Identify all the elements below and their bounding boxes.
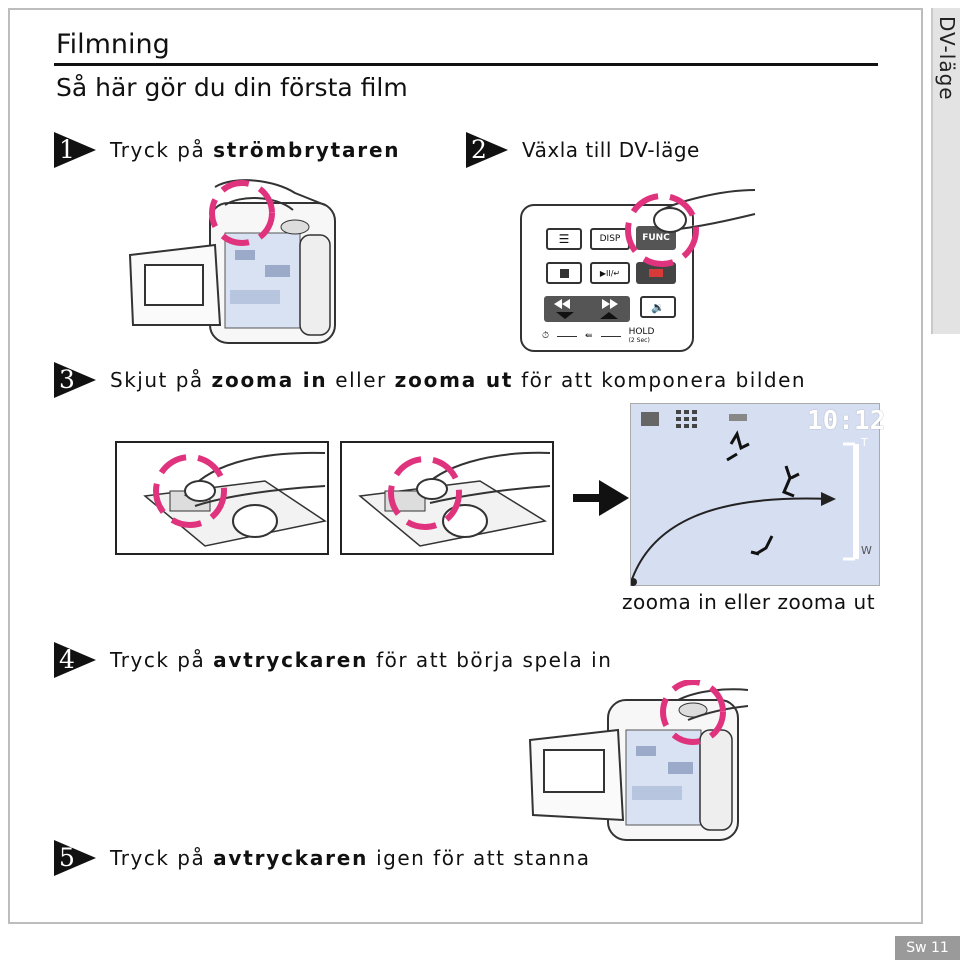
step-marker-icon: 3 (54, 362, 96, 398)
timer-icon: ⏱ (542, 331, 550, 341)
camera-shutter-illustration (528, 680, 748, 841)
zoom-caption: zooma in eller zooma ut (622, 590, 876, 614)
hold-row: ⏱ ⇚ HOLD(2 Sec) (542, 326, 682, 344)
zoom-in-illustration (115, 441, 329, 555)
step-number: 3 (59, 365, 75, 394)
step-number: 4 (59, 645, 75, 674)
step-text: Tryck på avtryckaren för att börja spela… (110, 648, 613, 672)
step-text: Tryck på strömbrytaren (110, 138, 401, 162)
page-number: Sw 11 (895, 936, 960, 960)
step-marker-icon: 4 (54, 642, 96, 678)
step-marker-icon: 1 (54, 132, 96, 168)
hold-label: HOLD (628, 326, 655, 337)
record-button[interactable] (636, 262, 676, 284)
lcd-tele-label: T (861, 436, 868, 449)
side-tab-label: DV-läge (935, 16, 959, 101)
step-marker-icon: 5 (54, 840, 96, 876)
hold-sub-label: (2 Sec) (628, 336, 650, 344)
step-1: 1 Tryck på strömbrytaren (54, 132, 400, 168)
record-icon (649, 269, 663, 277)
menu-button[interactable]: ☰ (546, 228, 582, 250)
step-number: 2 (471, 135, 487, 164)
step-number: 5 (59, 843, 75, 872)
transfer-icon: ⇚ (585, 331, 593, 341)
zoom-rocker[interactable] (544, 296, 630, 322)
step-2: 2 Växla till DV-läge (466, 132, 700, 168)
title-rule (54, 63, 878, 66)
step-text: Skjut på zooma in eller zooma ut för att… (110, 368, 807, 392)
side-tab: DV-läge (931, 8, 960, 334)
step-3: 3 Skjut på zooma in eller zooma ut för a… (54, 362, 806, 398)
step-5: 5 Tryck på avtryckaren igen för att stan… (54, 840, 590, 876)
zoom-arrows-icon (554, 299, 618, 319)
zoom-out-illustration (340, 441, 554, 555)
speaker-icon: 🔉 (651, 300, 665, 314)
step-text: Växla till DV-läge (522, 138, 700, 162)
step-text: Tryck på avtryckaren igen för att stanna (110, 846, 591, 870)
step-marker-icon: 2 (466, 132, 508, 168)
lcd-time: 10:12 (807, 406, 886, 436)
menu-icon: ☰ (558, 232, 570, 246)
stop-icon (559, 268, 569, 278)
play-pause-button[interactable]: ▶II/↵ (590, 262, 630, 284)
lcd-wide-label: W (861, 544, 872, 557)
step-4: 4 Tryck på avtryckaren för att börja spe… (54, 642, 612, 678)
page-title: Filmning (56, 29, 170, 60)
page-subtitle: Så här gör du din första film (56, 73, 408, 102)
finger-press-func-illustration (625, 189, 756, 267)
volume-button[interactable]: 🔉 (640, 296, 676, 318)
page-frame (8, 8, 923, 924)
lcd-graphics (631, 410, 859, 586)
camera-power-illustration (128, 179, 336, 344)
arrow-right-icon (573, 480, 629, 516)
lcd-preview: 10:12 T W (630, 403, 885, 586)
stop-button[interactable] (546, 262, 582, 284)
step-number: 1 (59, 135, 75, 164)
